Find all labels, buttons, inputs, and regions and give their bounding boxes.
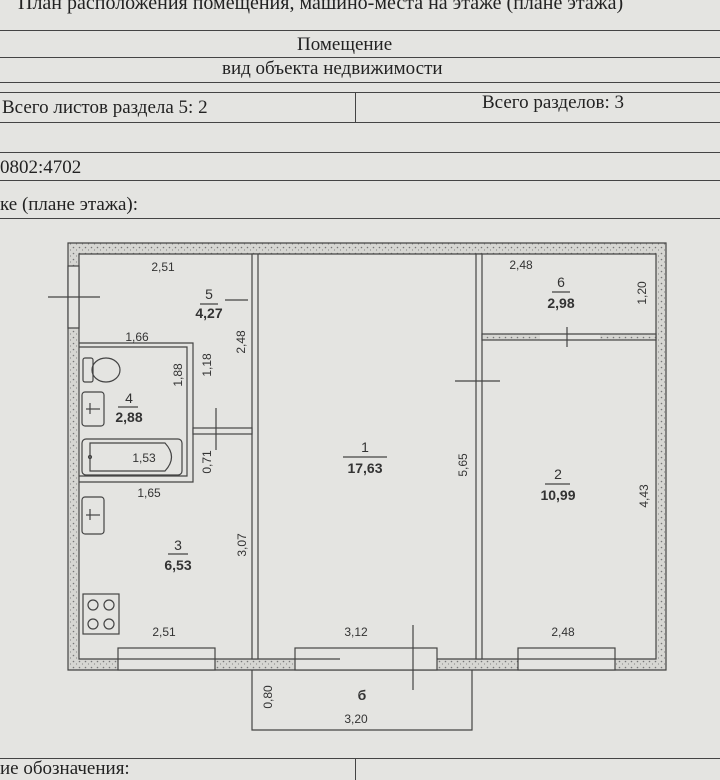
dim: 3,07 — [235, 533, 249, 557]
room-6-number: 6 — [557, 274, 565, 290]
room-1-number: 1 — [361, 439, 369, 455]
divider — [0, 92, 720, 93]
dim: 1,20 — [635, 281, 649, 305]
dim: 2,51 — [151, 260, 175, 274]
outer-wall — [67, 242, 667, 671]
room-2-area: 10,99 — [540, 487, 575, 503]
dim: 2,48 — [234, 330, 248, 354]
dim: 5,65 — [456, 453, 470, 477]
divider — [355, 758, 356, 780]
dim: 1,66 — [125, 330, 149, 344]
divider — [355, 92, 356, 122]
object-type-value: Помещение — [297, 34, 393, 55]
total-sections: Всего разделов: 3 — [482, 92, 625, 113]
dim: 2,51 — [152, 625, 176, 639]
dim: 2,48 — [509, 258, 533, 272]
bathtub-icon — [81, 438, 183, 476]
wall — [475, 253, 483, 660]
toilet-icon — [82, 357, 121, 383]
sheets-in-section: Всего листов раздела 5: 2 — [2, 97, 208, 118]
room-6-area: 2,98 — [547, 295, 574, 311]
sink-icon — [81, 391, 105, 427]
divider — [0, 30, 720, 31]
divider — [0, 152, 720, 153]
plan-title: План расположения помещения, машино-мест… — [18, 0, 624, 14]
balcony-number: б — [358, 687, 367, 703]
bathroom-wall — [79, 342, 194, 483]
cadastral-number: 0802:4702 — [0, 157, 82, 178]
wall — [251, 253, 259, 660]
object-type-caption: вид объекта недвижимости — [222, 58, 443, 79]
dim: 2,48 — [551, 625, 575, 639]
dim: 1,65 — [137, 486, 161, 500]
divider — [0, 82, 720, 83]
dim: 1,18 — [200, 353, 214, 377]
balcony — [251, 670, 473, 731]
plan-caption: ке (плане этажа): — [0, 194, 138, 215]
divider — [0, 180, 720, 181]
stove-icon — [82, 593, 120, 635]
divider — [0, 758, 720, 759]
room-4-area: 2,88 — [115, 409, 142, 425]
room-2-number: 2 — [554, 466, 562, 482]
dim: 1,53 — [132, 451, 156, 465]
room-5-number: 5 — [205, 286, 213, 302]
door-gap — [540, 333, 600, 341]
divider — [0, 218, 720, 219]
sink-icon — [81, 496, 105, 535]
divider — [0, 57, 720, 58]
room-3-area: 6,53 — [164, 557, 191, 573]
dim: 0,80 — [261, 685, 275, 709]
dim: 0,71 — [200, 450, 214, 474]
dim: 4,43 — [637, 484, 651, 508]
legend-caption: ие обозначения: — [0, 758, 130, 779]
room-4-number: 4 — [125, 390, 133, 406]
wall — [192, 427, 253, 435]
room-1-area: 17,63 — [347, 460, 382, 476]
dim: 1,88 — [171, 363, 185, 387]
divider — [0, 122, 720, 123]
room-5-area: 4,27 — [195, 305, 222, 321]
room-3-number: 3 — [174, 537, 182, 553]
dim: 3,20 — [344, 712, 368, 726]
dim: 3,12 — [344, 625, 368, 639]
